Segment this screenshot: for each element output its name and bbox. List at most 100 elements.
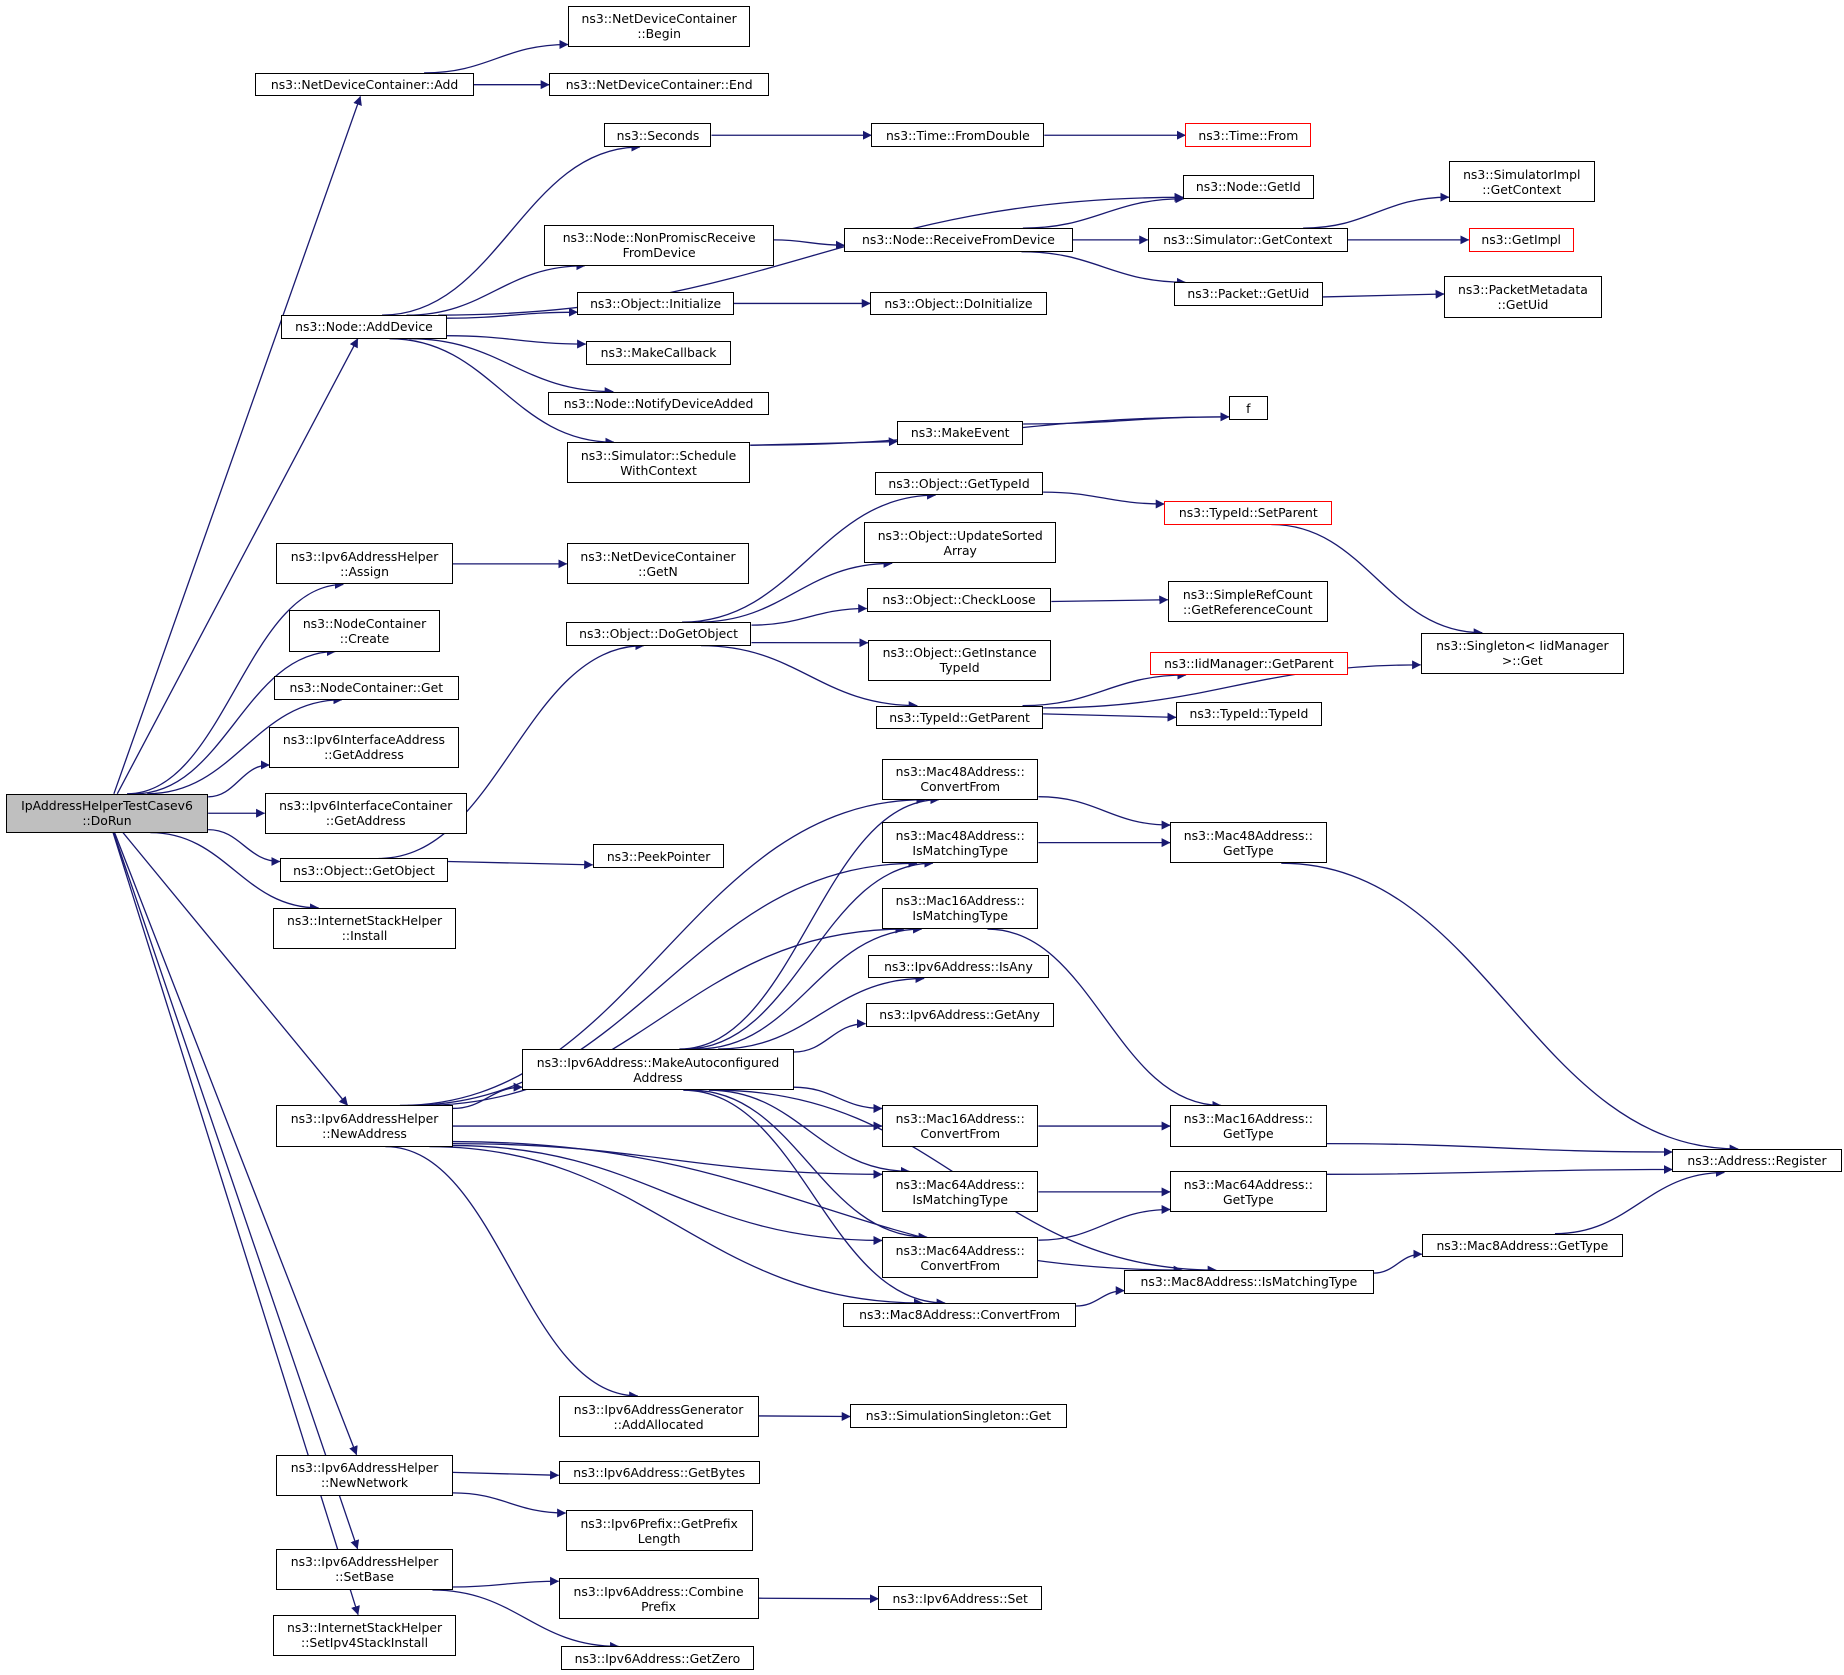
node-typeid-setparent[interactable]: ns3::TypeId::SetParent bbox=[1164, 500, 1333, 525]
node-mac48-gettype[interactable]: ns3::Mac48Address:: GetType bbox=[1170, 822, 1327, 864]
node-simimpl-getcontext[interactable]: ns3::SimulatorImpl ::GetContext bbox=[1448, 161, 1595, 203]
edge-mac48-convertfrom-to-mac48-gettype bbox=[1038, 796, 1171, 830]
node-mac8-convertfrom[interactable]: ns3::Mac8Address::ConvertFrom bbox=[843, 1303, 1077, 1327]
node-sim-schedule[interactable]: ns3::Simulator::Schedule WithContext bbox=[566, 442, 751, 484]
node-label: ns3::Address::Register bbox=[1687, 1153, 1827, 1169]
node-simsingleton-get[interactable]: ns3::SimulationSingleton::Get bbox=[850, 1404, 1067, 1428]
node-seconds[interactable]: ns3::Seconds bbox=[604, 123, 712, 147]
node-obj-checkloose[interactable]: ns3::Object::CheckLoose bbox=[866, 588, 1052, 612]
node-ipv6-getany[interactable]: ns3::Ipv6Address::GetAny bbox=[865, 1003, 1054, 1027]
edge-typeid-getparent-to-singleton-get bbox=[1043, 660, 1422, 709]
edge-mac16-gettype-to-address-register bbox=[1326, 1142, 1673, 1157]
node-sim-getcontext[interactable]: ns3::Simulator::GetContext bbox=[1147, 228, 1348, 252]
node-mac8-gettype[interactable]: ns3::Mac8Address::GetType bbox=[1421, 1233, 1623, 1258]
node-iidmanager-getparent[interactable]: ns3::IidManager::GetParent bbox=[1150, 651, 1348, 676]
node-label: ns3::Ipv6Prefix::GetPrefix Length bbox=[580, 1515, 738, 1546]
node-label: ns3::PeekPointer bbox=[606, 848, 711, 864]
node-ipv6-isany[interactable]: ns3::Ipv6Address::IsAny bbox=[867, 954, 1049, 979]
node-ndc-begin[interactable]: ns3::NetDeviceContainer ::Begin bbox=[568, 5, 751, 48]
node-ipv6helper-newaddress[interactable]: ns3::Ipv6AddressHelper ::NewAddress bbox=[276, 1105, 453, 1147]
edge-ipv6helper-newnetwork-to-ipv6-getbytes bbox=[452, 1470, 560, 1480]
node-ipv6prefix-getlength[interactable]: ns3::Ipv6Prefix::GetPrefix Length bbox=[565, 1510, 753, 1552]
node-ipv6ifaddr-getaddress[interactable]: ns3::Ipv6InterfaceAddress ::GetAddress bbox=[269, 726, 459, 768]
node-label: ns3::Time::From bbox=[1198, 127, 1299, 143]
node-simplerefcount[interactable]: ns3::SimpleRefCount ::GetReferenceCount bbox=[1167, 580, 1328, 623]
node-time-fromdouble[interactable]: ns3::Time::FromDouble bbox=[871, 123, 1045, 147]
node-nc-get[interactable]: ns3::NodeContainer::Get bbox=[274, 676, 459, 700]
node-mac16-gettype[interactable]: ns3::Mac16Address:: GetType bbox=[1170, 1105, 1327, 1147]
node-ipv6gen-addallocated[interactable]: ns3::Ipv6AddressGenerator ::AddAllocated bbox=[558, 1395, 759, 1438]
edge-obj-dogetobject-to-obj-gettypeid bbox=[682, 490, 937, 623]
node-label: ns3::Mac64Address:: GetType bbox=[1183, 1176, 1313, 1207]
node-label: ns3::TypeId::SetParent bbox=[1178, 505, 1318, 521]
node-ipv6-makeauto[interactable]: ns3::Ipv6Address::MakeAutoconfigured Add… bbox=[522, 1049, 794, 1091]
node-ipv6-getzero[interactable]: ns3::Ipv6Address::GetZero bbox=[560, 1646, 754, 1670]
node-node-getid[interactable]: ns3::Node::GetId bbox=[1183, 175, 1314, 199]
node-pktmeta-getuid[interactable]: ns3::PacketMetadata ::GetUid bbox=[1444, 276, 1602, 318]
edge-ipv6-makeauto-to-ipv6-getany bbox=[793, 1019, 867, 1053]
node-nc-create[interactable]: ns3::NodeContainer ::Create bbox=[289, 610, 440, 652]
node-getimpl[interactable]: ns3::GetImpl bbox=[1468, 228, 1574, 252]
node-ipv6-combineprefix[interactable]: ns3::Ipv6Address::Combine Prefix bbox=[558, 1578, 759, 1620]
node-label: f bbox=[1246, 400, 1251, 416]
node-label: ns3::InternetStackHelper ::Install bbox=[287, 913, 443, 944]
node-label: ns3::Mac8Address::IsMatchingType bbox=[1140, 1274, 1358, 1290]
node-node-receive[interactable]: ns3::Node::ReceiveFromDevice bbox=[844, 228, 1073, 252]
node-label: ns3::NetDeviceContainer::Add bbox=[270, 77, 459, 93]
node-makecallback[interactable]: ns3::MakeCallback bbox=[585, 341, 732, 365]
node-ndc-getn[interactable]: ns3::NetDeviceContainer ::GetN bbox=[566, 543, 750, 585]
edge-mac8-ismatching-to-mac8-gettype bbox=[1373, 1249, 1423, 1274]
node-label: ns3::Time::FromDouble bbox=[885, 127, 1030, 143]
node-obj-updatesorted[interactable]: ns3::Object::UpdateSorted Array bbox=[864, 522, 1057, 564]
node-ipv6helper-newnetwork[interactable]: ns3::Ipv6AddressHelper ::NewNetwork bbox=[276, 1454, 453, 1496]
node-ish-setipv4[interactable]: ns3::InternetStackHelper ::SetIpv4StackI… bbox=[272, 1614, 457, 1656]
edge-dorun-to-nc-create bbox=[134, 647, 336, 795]
node-label: ns3::NetDeviceContainer ::GetN bbox=[580, 548, 736, 579]
node-ipv6ifcont-getaddress[interactable]: ns3::Ipv6InterfaceContainer ::GetAddress bbox=[264, 792, 467, 834]
node-obj-gettypeid[interactable]: ns3::Object::GetTypeId bbox=[874, 471, 1044, 496]
node-address-register[interactable]: ns3::Address::Register bbox=[1672, 1148, 1842, 1173]
node-ipv6helper-setbase[interactable]: ns3::Ipv6AddressHelper ::SetBase bbox=[276, 1548, 453, 1590]
node-mac48-ismatching[interactable]: ns3::Mac48Address:: IsMatchingType bbox=[882, 822, 1039, 864]
node-mac64-convertfrom[interactable]: ns3::Mac64Address:: ConvertFrom bbox=[882, 1237, 1039, 1279]
node-ipv6-getbytes[interactable]: ns3::Ipv6Address::GetBytes bbox=[558, 1460, 760, 1485]
node-mac48-convertfrom[interactable]: ns3::Mac48Address:: ConvertFrom bbox=[882, 758, 1039, 800]
edge-dorun-to-node-adddevice bbox=[116, 338, 359, 795]
node-node-adddevice[interactable]: ns3::Node::AddDevice bbox=[281, 315, 447, 339]
node-ndc-end[interactable]: ns3::NetDeviceContainer::End bbox=[549, 72, 770, 97]
edge-node-adddevice-to-seconds bbox=[382, 142, 641, 316]
edge-ipv6-makeauto-to-mac16-convertfrom bbox=[793, 1086, 883, 1113]
node-dorun[interactable]: IpAddressHelperTestCasev6 ::DoRun bbox=[5, 793, 209, 833]
node-mac64-gettype[interactable]: ns3::Mac64Address:: GetType bbox=[1170, 1171, 1327, 1213]
node-node-nonpromisc[interactable]: ns3::Node::NonPromiscReceive FromDevice bbox=[544, 224, 774, 266]
node-ndc-add[interactable]: ns3::NetDeviceContainer::Add bbox=[255, 72, 474, 97]
node-mac8-ismatching[interactable]: ns3::Mac8Address::IsMatchingType bbox=[1124, 1270, 1374, 1294]
node-f[interactable]: f bbox=[1228, 396, 1268, 420]
node-mac16-convertfrom[interactable]: ns3::Mac16Address:: ConvertFrom bbox=[882, 1105, 1039, 1147]
edge-obj-checkloose-to-simplerefcount bbox=[1051, 595, 1169, 605]
edge-ipv6helper-newaddress-to-mac64-convertfrom bbox=[452, 1144, 883, 1245]
node-label: ns3::NodeContainer ::Create bbox=[302, 615, 427, 646]
node-peekpointer[interactable]: ns3::PeekPointer bbox=[592, 844, 725, 868]
node-typeid-getparent[interactable]: ns3::TypeId::GetParent bbox=[876, 705, 1044, 730]
node-label: ns3::Mac16Address:: ConvertFrom bbox=[895, 1111, 1025, 1142]
node-mac16-ismatching[interactable]: ns3::Mac16Address:: IsMatchingType bbox=[882, 887, 1039, 930]
node-node-notify[interactable]: ns3::Node::NotifyDeviceAdded bbox=[548, 391, 770, 416]
node-obj-getobject[interactable]: ns3::Object::GetObject bbox=[279, 858, 449, 882]
node-ipv6-set[interactable]: ns3::Ipv6Address::Set bbox=[878, 1586, 1042, 1610]
node-makeevent[interactable]: ns3::MakeEvent bbox=[897, 421, 1024, 445]
node-obj-initialize[interactable]: ns3::Object::Initialize bbox=[577, 291, 734, 316]
edge-dorun-to-ish-install bbox=[150, 831, 320, 913]
node-mac64-ismatching[interactable]: ns3::Mac64Address:: IsMatchingType bbox=[882, 1171, 1039, 1213]
node-time-from[interactable]: ns3::Time::From bbox=[1185, 123, 1312, 147]
node-typeid-typeid[interactable]: ns3::TypeId::TypeId bbox=[1176, 702, 1322, 726]
node-label: ns3::SimulatorImpl ::GetContext bbox=[1463, 166, 1581, 197]
node-packet-getuid[interactable]: ns3::Packet::GetUid bbox=[1173, 282, 1323, 306]
node-ish-install[interactable]: ns3::InternetStackHelper ::Install bbox=[272, 907, 457, 950]
node-obj-dogetobject[interactable]: ns3::Object::DoGetObject bbox=[565, 622, 752, 646]
node-ipv6helper-assign[interactable]: ns3::Ipv6AddressHelper ::Assign bbox=[276, 543, 453, 585]
node-obj-doinitialize[interactable]: ns3::Object::DoInitialize bbox=[870, 291, 1047, 316]
node-singleton-get[interactable]: ns3::Singleton< IidManager >::Get bbox=[1420, 632, 1625, 674]
node-obj-getinstance[interactable]: ns3::Object::GetInstance TypeId bbox=[867, 639, 1052, 681]
node-label: ns3::Ipv6AddressHelper ::Assign bbox=[290, 548, 439, 579]
